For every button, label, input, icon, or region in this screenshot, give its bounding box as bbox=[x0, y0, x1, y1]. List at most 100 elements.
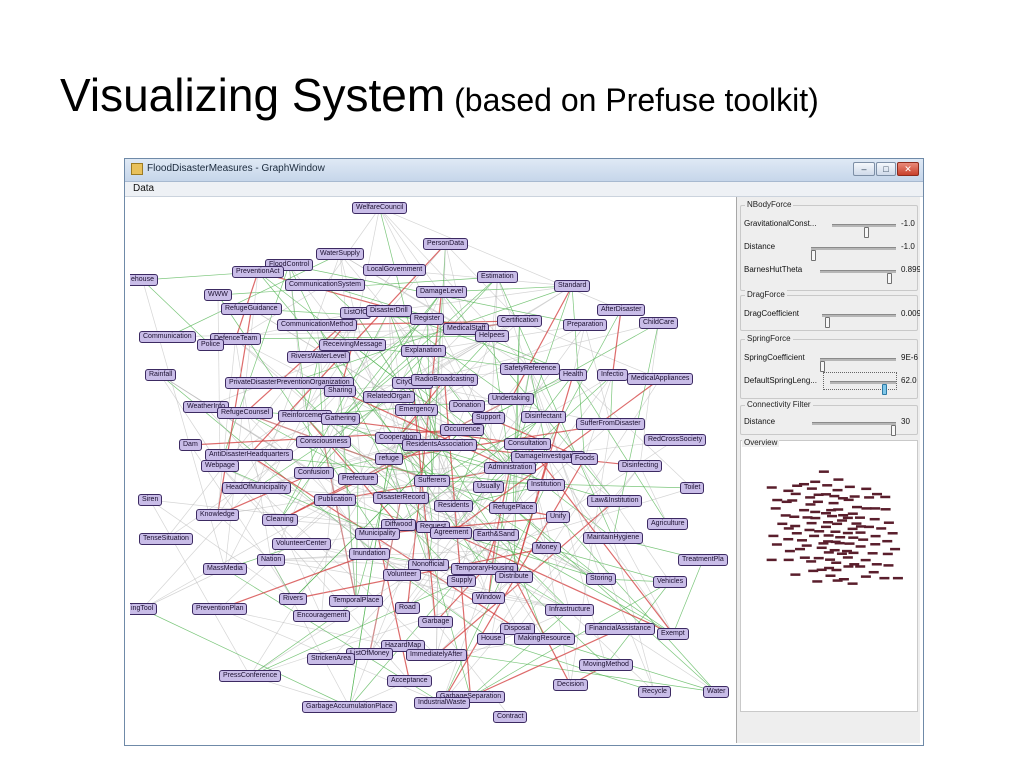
graph-node[interactable]: Certification bbox=[497, 315, 542, 327]
graph-node[interactable]: Acceptance bbox=[387, 675, 432, 687]
graph-node[interactable]: TenseSituation bbox=[139, 533, 193, 545]
graph-node[interactable]: Road bbox=[395, 602, 420, 614]
graph-node[interactable]: Law&Institution bbox=[587, 495, 643, 507]
graph-node[interactable]: Earth&Sand bbox=[473, 529, 519, 541]
graph-node[interactable]: Explanation bbox=[401, 345, 446, 357]
graph-node[interactable]: DisasterDrill bbox=[366, 305, 412, 317]
graph-node[interactable]: Nonofficial bbox=[408, 559, 449, 571]
graph-node[interactable]: TemporalPlace bbox=[329, 595, 384, 607]
graph-node[interactable]: PressConference bbox=[219, 670, 282, 682]
graph-node[interactable]: Storing bbox=[586, 573, 617, 585]
graph-node[interactable]: Money bbox=[532, 542, 562, 554]
graph-node[interactable]: Standard bbox=[554, 280, 591, 292]
graph-node[interactable]: Usually bbox=[473, 481, 504, 493]
graph-node[interactable]: Vehicles bbox=[653, 576, 688, 588]
graph-node[interactable]: RedCrossSociety bbox=[644, 434, 707, 446]
graph-node[interactable]: SafetyReference bbox=[500, 363, 561, 375]
overview-panel[interactable] bbox=[740, 440, 918, 712]
graph-node[interactable]: ImmediatelyAfter bbox=[406, 649, 467, 661]
graph-node[interactable]: ResidentsAssociation bbox=[402, 439, 477, 451]
graph-node[interactable]: Publication bbox=[314, 494, 357, 506]
distance-thumb[interactable] bbox=[811, 250, 816, 261]
drag-coefficient-slider[interactable] bbox=[822, 314, 896, 328]
graph-node[interactable]: WelfareCouncil bbox=[352, 202, 408, 214]
graph-node[interactable]: Siren bbox=[138, 494, 163, 506]
graph-node[interactable]: PreventionPlan bbox=[192, 603, 248, 615]
graph-node[interactable]: Disinfectant bbox=[521, 411, 566, 423]
graph-node[interactable]: MassMedia bbox=[203, 563, 247, 575]
graph-node[interactable]: Rivers bbox=[279, 593, 307, 605]
graph-node[interactable]: House bbox=[477, 633, 506, 645]
graph-node[interactable]: DamageLevel bbox=[416, 286, 468, 298]
graph-node[interactable]: Toilet bbox=[680, 482, 705, 494]
graph-node[interactable]: StrickenArea bbox=[307, 653, 356, 665]
graph-node[interactable]: Communication bbox=[139, 331, 196, 343]
graph-node[interactable]: Municipality bbox=[355, 528, 400, 540]
graph-node[interactable]: refuge bbox=[375, 453, 403, 465]
graph-node[interactable]: AntiDisasterHeadquarters bbox=[205, 449, 294, 461]
graph-node[interactable]: Window bbox=[472, 592, 505, 604]
graph-node[interactable]: MedicalAppliances bbox=[627, 373, 694, 385]
graph-node[interactable]: CommunicationSystem bbox=[285, 279, 365, 291]
graph-node[interactable]: Webpage bbox=[201, 460, 239, 472]
graph-node[interactable]: Volunteer bbox=[383, 569, 421, 581]
graph-node[interactable]: Confusion bbox=[294, 467, 334, 479]
default-spring-length-slider[interactable] bbox=[830, 381, 896, 395]
graph-node[interactable]: CommunicationMethod bbox=[277, 319, 357, 331]
graph-node[interactable]: Water bbox=[703, 686, 730, 698]
graph-node[interactable]: RefugePlace bbox=[489, 502, 538, 514]
drag-coefficient-thumb[interactable] bbox=[825, 317, 830, 328]
graph-node[interactable]: Emergency bbox=[395, 404, 439, 416]
graph-node[interactable]: Contract bbox=[493, 711, 528, 723]
graph-node[interactable]: Undertaking bbox=[488, 393, 534, 405]
graph-node[interactable]: Agriculture bbox=[647, 518, 689, 530]
graph-node[interactable]: Unify bbox=[546, 511, 570, 523]
spring-coefficient-slider[interactable] bbox=[820, 358, 896, 372]
graph-node[interactable]: Nation bbox=[257, 554, 286, 566]
graph-node[interactable]: PersonData bbox=[423, 238, 468, 250]
minimize-button[interactable]: – bbox=[853, 162, 875, 176]
graph-node[interactable]: Exempt bbox=[657, 628, 689, 640]
graph-node[interactable]: Infrastructure bbox=[545, 604, 595, 616]
graph-node[interactable]: Garbage bbox=[418, 616, 454, 628]
graph-node[interactable]: Prefecture bbox=[338, 473, 379, 485]
graph-node[interactable]: Register bbox=[410, 313, 445, 325]
graph-node[interactable]: Sharing bbox=[324, 385, 357, 397]
graph-node[interactable]: Helpees bbox=[475, 330, 509, 342]
graph-node[interactable]: TreatmentPla bbox=[678, 554, 728, 566]
graph-node[interactable]: RelatedOrgan bbox=[363, 391, 415, 403]
graph-node[interactable]: AfterDisaster bbox=[597, 304, 646, 316]
graph-node[interactable]: Distribute bbox=[495, 571, 533, 583]
graph-node[interactable]: Encouragement bbox=[293, 610, 351, 622]
gravitational-const-thumb[interactable] bbox=[864, 227, 869, 238]
graph-node[interactable]: Supply bbox=[447, 575, 477, 587]
graph-node[interactable]: Administration bbox=[484, 462, 537, 474]
graph-node[interactable]: WaterSupply bbox=[316, 248, 364, 260]
graph-node[interactable]: Recycle bbox=[638, 686, 671, 698]
graph-node[interactable]: Disinfecting bbox=[618, 460, 663, 472]
connectivity-distance-thumb[interactable] bbox=[891, 425, 896, 436]
graph-node[interactable]: Cleaning bbox=[262, 514, 298, 526]
graph-node[interactable]: ehouse bbox=[130, 274, 158, 286]
graph-node[interactable]: Infectio bbox=[597, 369, 628, 381]
graph-node[interactable]: Decision bbox=[553, 679, 588, 691]
distance-slider[interactable] bbox=[811, 247, 896, 261]
graph-node[interactable]: ingTool bbox=[130, 603, 158, 615]
graph-node[interactable]: Health bbox=[559, 369, 588, 381]
graph-node[interactable]: Knowledge bbox=[196, 509, 239, 521]
spring-coefficient-thumb[interactable] bbox=[820, 361, 825, 372]
graph-node[interactable]: SufferFromDisaster bbox=[576, 418, 645, 430]
default-spring-length-thumb[interactable] bbox=[882, 384, 887, 395]
graph-node[interactable]: Institution bbox=[527, 479, 565, 491]
graph-node[interactable]: Support bbox=[472, 412, 505, 424]
graph-node[interactable]: Consciousness bbox=[296, 436, 352, 448]
graph-node[interactable]: MaintainHygiene bbox=[583, 532, 644, 544]
graph-node[interactable]: DisasterRecord bbox=[373, 492, 430, 504]
graph-node[interactable]: PreventionAct bbox=[232, 266, 284, 278]
graph-node[interactable]: Consultation bbox=[504, 438, 551, 450]
barnes-hut-theta-thumb[interactable] bbox=[887, 273, 892, 284]
graph-node[interactable]: Donation bbox=[449, 400, 486, 412]
menu-data[interactable]: Data bbox=[133, 183, 155, 194]
graph-node[interactable]: ChildCare bbox=[639, 317, 679, 329]
